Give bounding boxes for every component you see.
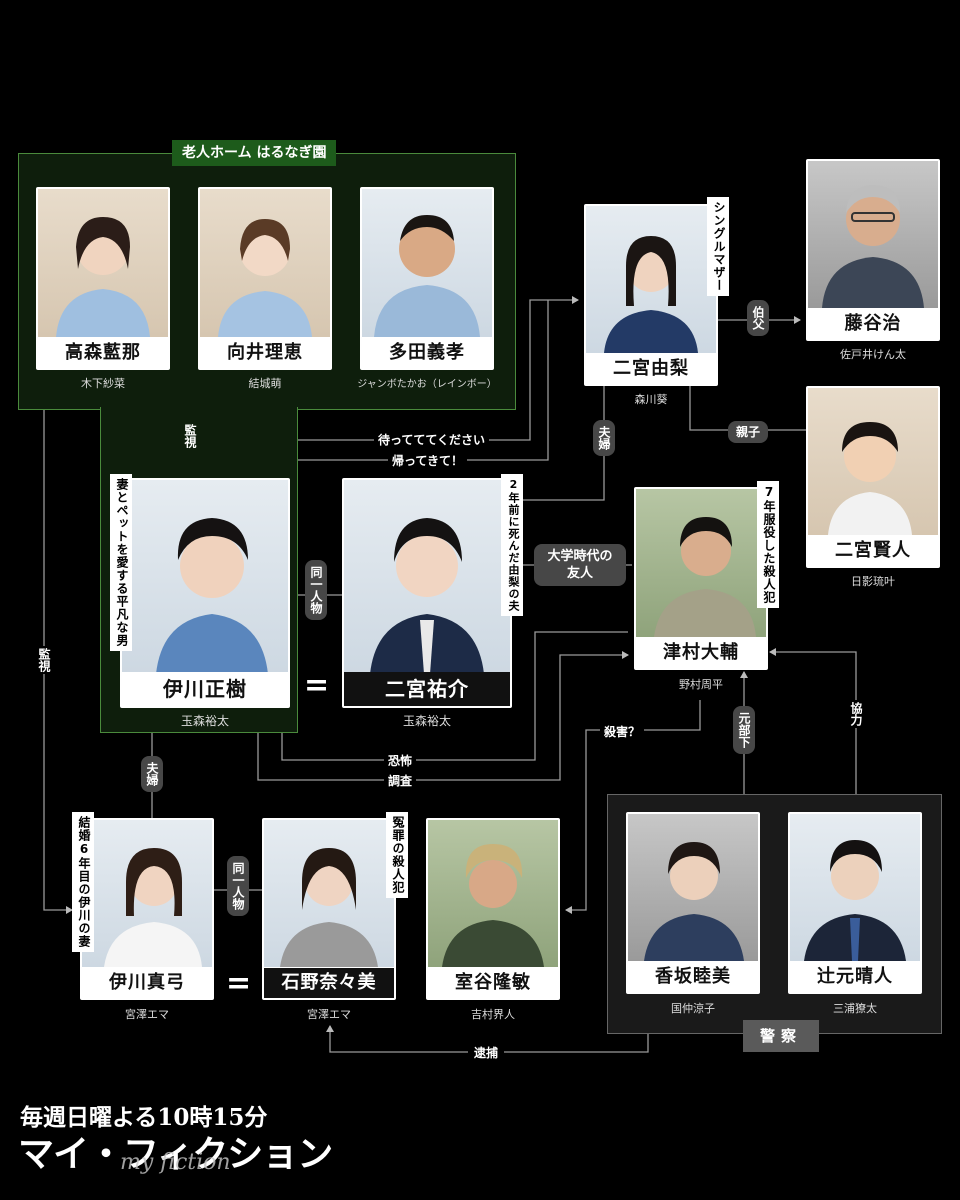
label-motobuka: 元部下 bbox=[733, 706, 755, 754]
card-tsumura[interactable]: 津村大輔 bbox=[634, 487, 768, 670]
broadcast-schedule: 毎週日曜よる10時15分 bbox=[20, 1104, 268, 1131]
drama-title: マイ・フィクション bbox=[18, 1134, 333, 1175]
label-daigaku: 大学時代の友人 bbox=[534, 544, 626, 586]
actor-name: ジャンボたかお（レインボー） bbox=[357, 379, 497, 390]
character-name: 伊川正樹 bbox=[122, 672, 288, 706]
card-yuri[interactable]: 二宮由梨 bbox=[584, 204, 718, 386]
card-ishino[interactable]: 石野奈々美 bbox=[262, 818, 396, 1000]
yuri-tag: シングルマザー bbox=[707, 197, 729, 296]
portrait-icon bbox=[104, 848, 202, 967]
card-tada[interactable]: 多田義孝 bbox=[360, 187, 494, 370]
actor-name: 木下紗菜 bbox=[81, 377, 125, 390]
label-taiho: 逮捕 bbox=[468, 1044, 505, 1061]
actor-name: 日影琉叶 bbox=[851, 575, 895, 588]
actor-name: 佐戸井けん太 bbox=[840, 348, 906, 361]
character-name: 高森藍那 bbox=[38, 338, 168, 368]
equals-top: = bbox=[304, 668, 330, 703]
label-douitsu-bottom: 同一人物 bbox=[227, 856, 249, 916]
portrait-icon bbox=[218, 219, 312, 337]
actor-name: 宮澤エマ bbox=[125, 1008, 169, 1021]
portrait-icon bbox=[604, 236, 698, 353]
label-kyouryoku: 協力 bbox=[848, 700, 865, 728]
label-kaette: 帰ってきて！ bbox=[388, 452, 468, 469]
drama-title-script: my fiction bbox=[120, 1150, 231, 1175]
label-oji: 伯父 bbox=[747, 300, 769, 336]
label-oyako: 親子 bbox=[728, 421, 769, 443]
label-douitsu-top: 同一人物 bbox=[305, 560, 327, 620]
police-label: 警察 bbox=[743, 1020, 819, 1052]
portrait-icon bbox=[56, 217, 150, 337]
portrait-icon bbox=[280, 848, 378, 967]
nursing-home-label: 老人ホーム はるなぎ園 bbox=[172, 140, 337, 166]
portrait-icon bbox=[442, 844, 544, 967]
label-satsugai: 殺害？ bbox=[600, 723, 645, 740]
portrait-icon bbox=[804, 840, 906, 961]
label-chousa: 調査 bbox=[384, 772, 417, 789]
masaki-tag: 妻とペットを愛する平凡な男 bbox=[110, 474, 132, 651]
label-fuufu-top: 夫婦 bbox=[593, 420, 615, 456]
portrait-icon bbox=[156, 518, 268, 674]
label-kanshi-top: 監視 bbox=[183, 424, 197, 448]
character-name: 辻元晴人 bbox=[790, 962, 920, 992]
ishino-tag: 冤罪の殺人犯 bbox=[386, 812, 408, 898]
portrait-icon bbox=[374, 215, 480, 337]
character-name: 津村大輔 bbox=[636, 638, 766, 668]
actor-name: 結城萌 bbox=[248, 377, 282, 390]
card-kosaka[interactable]: 香坂睦美 bbox=[626, 812, 760, 994]
character-name: 二宮由梨 bbox=[586, 354, 716, 384]
card-mayumi[interactable]: 伊川真弓 bbox=[80, 818, 214, 1000]
character-name: 二宮祐介 bbox=[344, 672, 510, 706]
actor-name: 玉森裕太 bbox=[402, 714, 451, 728]
actor-name: 森川葵 bbox=[634, 393, 668, 406]
portrait-icon bbox=[644, 842, 744, 961]
actor-name: 吉村界人 bbox=[471, 1008, 515, 1021]
actor-name: 玉森裕太 bbox=[180, 714, 229, 728]
character-name: 香坂睦美 bbox=[628, 962, 758, 992]
card-muroya[interactable]: 室谷隆敏 bbox=[426, 818, 560, 1000]
card-mukai[interactable]: 向井理恵 bbox=[198, 187, 332, 370]
actor-name: 国仲涼子 bbox=[671, 1002, 715, 1015]
character-name: 室谷隆敏 bbox=[428, 968, 558, 998]
label-kyoufu: 恐怖 bbox=[384, 752, 417, 769]
yusuke-tag: 2年前に死んだ由梨の夫 bbox=[501, 474, 523, 616]
character-name: 向井理恵 bbox=[200, 338, 330, 368]
actor-name: 宮澤エマ bbox=[307, 1008, 351, 1021]
tsumura-tag: 7年服役した殺人犯 bbox=[757, 481, 779, 608]
card-kento[interactable]: 二宮賢人 bbox=[806, 386, 940, 568]
card-masaki[interactable]: 伊川正樹 bbox=[120, 478, 290, 708]
character-name: 伊川真弓 bbox=[82, 968, 212, 998]
portrait-icon bbox=[822, 185, 924, 308]
portrait-icon bbox=[828, 422, 912, 535]
character-name: 二宮賢人 bbox=[808, 536, 938, 566]
actor-name: 野村周平 bbox=[679, 678, 723, 691]
character-name: 多田義孝 bbox=[362, 338, 492, 368]
card-takamori[interactable]: 高森藍那 bbox=[36, 187, 170, 370]
actor-name: 三浦獠太 bbox=[833, 1002, 877, 1015]
portrait-icon bbox=[654, 517, 756, 637]
card-tsujimoto[interactable]: 辻元晴人 bbox=[788, 812, 922, 994]
label-kanshi-left: 監視 bbox=[36, 646, 53, 674]
portrait-icon bbox=[370, 518, 484, 674]
card-yusuke[interactable]: 二宮祐介 bbox=[342, 478, 512, 708]
mayumi-tag: 結婚6年目の伊川の妻 bbox=[72, 812, 94, 952]
label-fuufu-bottom: 夫婦 bbox=[141, 756, 163, 792]
equals-bottom: = bbox=[226, 966, 252, 1001]
character-name: 藤谷治 bbox=[808, 309, 938, 339]
label-matte: 待ってててください bbox=[374, 431, 490, 448]
card-fujitani[interactable]: 藤谷治 bbox=[806, 159, 940, 341]
character-name: 石野奈々美 bbox=[264, 968, 394, 998]
